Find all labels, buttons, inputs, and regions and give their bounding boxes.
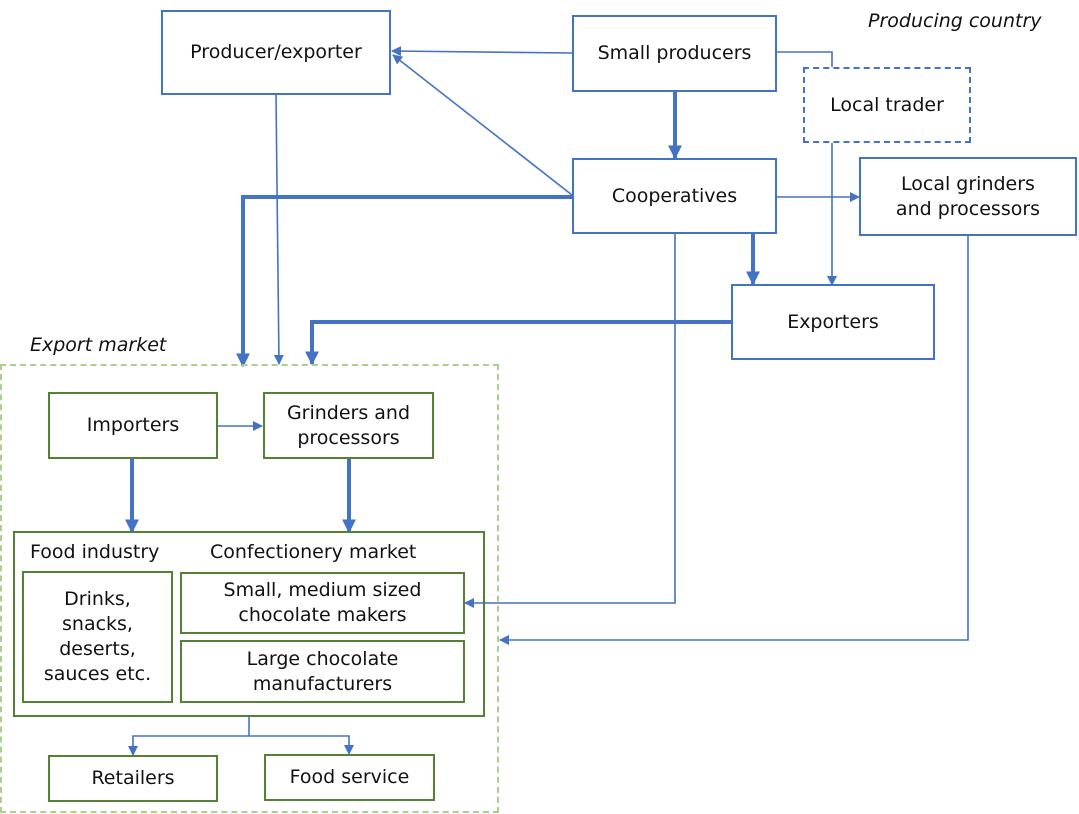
producing-country-label: Producing country <box>868 10 1042 32</box>
local-grinders-box: Local grinders and processors <box>859 157 1077 236</box>
large-chocolate-manufacturers-box: Large chocolate manufacturers <box>180 640 465 703</box>
producer-exporter-box: Producer/exporter <box>161 10 391 95</box>
cooperatives-box: Cooperatives <box>572 158 777 234</box>
importers-label: Importers <box>86 414 180 436</box>
small-producers-label: Small producers <box>597 42 752 64</box>
arrow-local-grinders-to-confectionery <box>499 236 969 645</box>
food-industry-heading: Food industry <box>30 541 160 563</box>
arrow-to-retailers <box>128 735 249 756</box>
arrow-small-to-producer-exporter <box>391 46 573 57</box>
grinders-processors-label: Grinders and processors <box>286 401 411 449</box>
arrow-producer-exporter-to-market <box>273 94 284 365</box>
drinks-snacks-box: Drinks, snacks, deserts, sauces etc. <box>22 571 173 703</box>
arrow-cooperatives-to-producer-exporter <box>392 54 573 196</box>
small-chocolate-makers-box: Small, medium sized chocolate makers <box>180 572 465 634</box>
export-market-region <box>0 364 499 813</box>
small-chocolate-makers-label: Small, medium sized chocolate makers <box>223 579 422 626</box>
arrow-to-food-service <box>249 735 354 755</box>
confectionery-market-heading: Confectionery market <box>210 541 417 563</box>
food-service-box: Food service <box>264 754 435 801</box>
grinders-processors-box: Grinders and processors <box>263 392 434 459</box>
importers-box: Importers <box>48 392 218 459</box>
export-market-label: Export market <box>30 334 167 356</box>
food-service-label: Food service <box>289 766 410 788</box>
local-trader-label: Local trader <box>830 93 944 116</box>
producer-exporter-label: Producer/exporter <box>190 41 362 63</box>
local-trader-box: Local trader <box>803 67 971 143</box>
local-grinders-label: Local grinders and processors <box>895 172 1041 220</box>
cooperatives-label: Cooperatives <box>611 184 738 207</box>
drinks-snacks-label: Drinks, snacks, deserts, sauces etc. <box>43 588 152 685</box>
line-small-to-local-trader <box>777 51 833 67</box>
small-producers-box: Small producers <box>572 15 777 92</box>
arrow-cooperatives-to-small-chocolate-makers <box>464 234 676 608</box>
large-chocolate-manufacturers-label: Large chocolate manufacturers <box>246 647 399 695</box>
retailers-box: Retailers <box>48 755 218 802</box>
consumer-markets-group <box>13 531 485 717</box>
retailers-label: Retailers <box>91 767 175 789</box>
exporters-label: Exporters <box>787 310 879 333</box>
arrow-cooperatives-to-market <box>236 195 572 368</box>
arrow-exporters-to-market <box>305 320 731 366</box>
exporters-box: Exporters <box>731 284 935 360</box>
